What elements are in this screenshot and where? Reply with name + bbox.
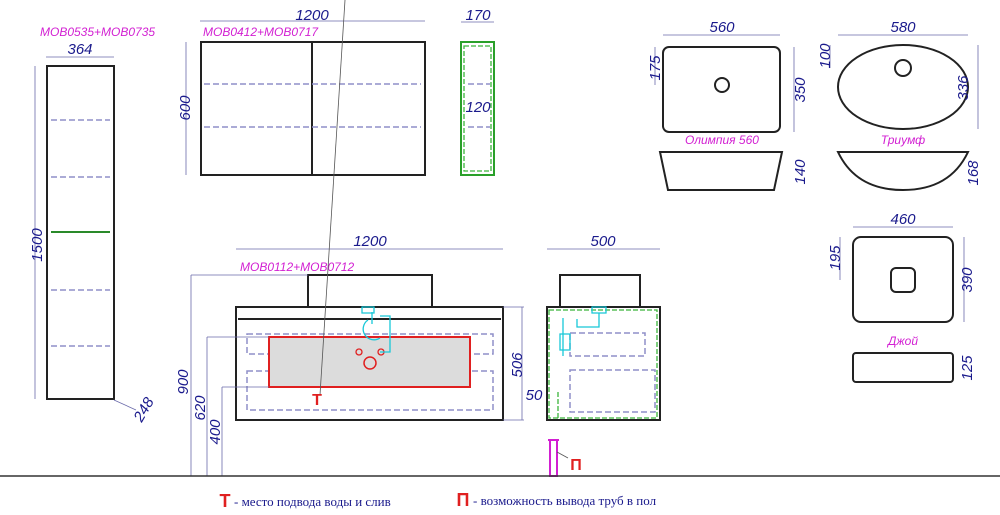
- vanity-width: 1200: [353, 233, 387, 250]
- height-620: 620: [192, 395, 209, 421]
- basin-joy: 460 195 390 Джой 125: [827, 211, 976, 383]
- mirror-cabinet-width: 1200: [295, 7, 329, 24]
- basin-height: 168: [965, 160, 982, 186]
- basin-name: Джой: [886, 334, 918, 348]
- legend: Т - место подвода воды и слив П - возмож…: [220, 490, 657, 511]
- legend-p-symbol: П: [457, 490, 470, 510]
- tall-cabinet-height: 1500: [29, 228, 46, 262]
- vanity-body-height: 506: [509, 352, 526, 378]
- basin-width: 460: [890, 211, 916, 228]
- tall-cabinet-model: MOB0535+MOB0735: [40, 25, 155, 39]
- floor-pipe: [549, 439, 558, 477]
- basin-depth: 390: [959, 267, 976, 293]
- water-supply-zone: [268, 336, 471, 388]
- mirror-cabinet-height: 600: [177, 95, 194, 121]
- basin-depth: 336: [955, 75, 972, 101]
- mirror-cabinet-model: MOB0412+MOB0717: [203, 25, 319, 39]
- mirror-cabinet: 1200 MOB0412+MOB0717 600 170 120: [177, 7, 495, 176]
- tall-cabinet-body: [46, 65, 115, 400]
- tall-cabinet: MOB0535+MOB0735 364 1500 248: [29, 25, 158, 426]
- basin-depth: 350: [792, 77, 809, 103]
- basin-name: Триумф: [881, 133, 925, 147]
- basin-name: Олимпия 560: [685, 133, 759, 147]
- vanity-depth: 500: [590, 233, 616, 250]
- basin-olimpia: 560 175 350 Олимпия 560 140: [647, 19, 809, 191]
- marker-t: Т: [312, 392, 322, 409]
- vanity-front: 1200 MOB0112+MOB0712 Т 506 900 620 400: [175, 0, 526, 476]
- vanity-model: MOB0112+MOB0712: [240, 260, 355, 274]
- basin-width: 580: [890, 19, 916, 36]
- basin-width: 560: [709, 19, 735, 36]
- basin-drain-offset: 100: [817, 43, 834, 69]
- tall-cabinet-width: 364: [67, 41, 92, 58]
- mirror-shelf-depth: 120: [465, 99, 491, 116]
- basin-height: 140: [792, 159, 809, 185]
- basin-triumf: 580 100 336 Триумф 168: [817, 19, 982, 192]
- vanity-total-height: 900: [175, 369, 192, 395]
- basin-drain-offset: 195: [827, 245, 844, 271]
- legend-t-text: - место подвода воды и слив: [234, 494, 391, 509]
- basin-height: 125: [959, 355, 976, 381]
- height-400: 400: [207, 419, 224, 445]
- tall-cabinet-depth: 248: [130, 394, 158, 426]
- offset-50: 50: [526, 387, 543, 404]
- vanity-side: 500 50 П: [526, 233, 661, 477]
- basin-drain-offset: 175: [647, 55, 664, 81]
- mirror-cabinet-depth: 170: [465, 7, 491, 24]
- legend-p-text: - возможность вывода труб в пол: [473, 493, 657, 508]
- legend-t-symbol: Т: [220, 491, 231, 511]
- marker-p: П: [570, 457, 582, 474]
